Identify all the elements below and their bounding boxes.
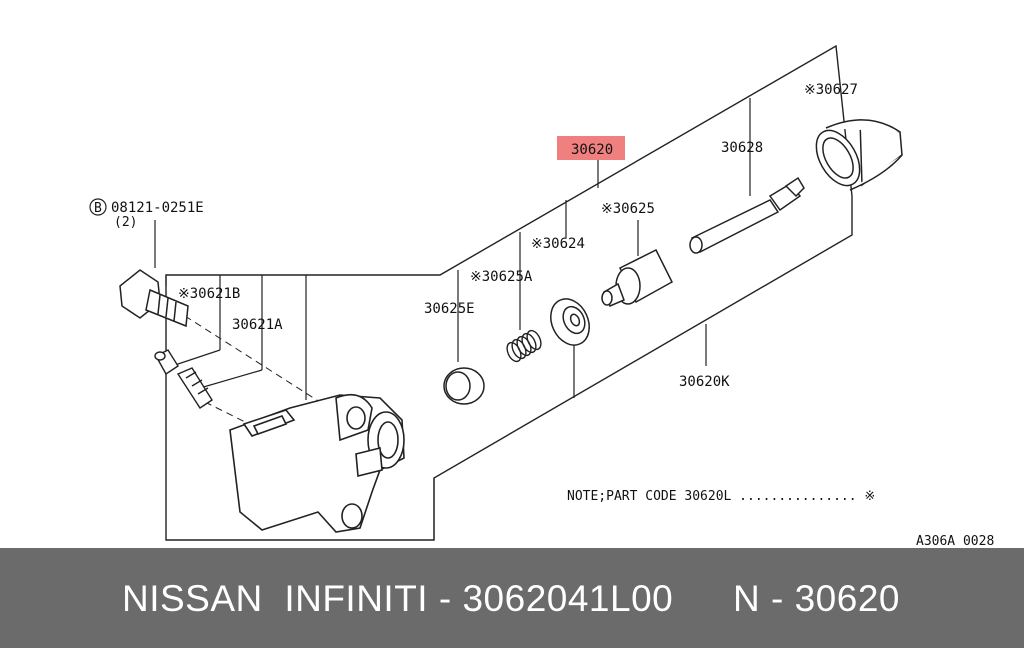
label-30620[interactable]: 30620 (571, 142, 613, 158)
label-30620k[interactable]: 30620K (679, 374, 730, 390)
footer-part-number: NISSAN INFINITI - 3062041L00 (122, 578, 674, 619)
exploded-parts-diagram: ※30627 30628 30620 ※30625 ※30624 ※30625A… (89, 44, 994, 548)
bolt-b-circle-icon (89, 198, 107, 216)
reservoir-cap-part (815, 118, 903, 191)
cylinder-body-part (229, 393, 405, 533)
mounting-bolt-part (119, 269, 189, 328)
drawing-id: A306A 0028 (916, 534, 994, 548)
assembly-frame (165, 44, 853, 541)
label-30621b[interactable]: ※30621B (178, 286, 240, 302)
label-30627[interactable]: ※30627 (804, 82, 858, 98)
label-30625[interactable]: ※30625 (601, 201, 655, 217)
bolt-quantity: (2) (114, 215, 137, 230)
spring-part (506, 329, 542, 363)
piston-part (601, 248, 673, 307)
label-30625e[interactable]: 30625E (424, 301, 475, 317)
push-rod-part (689, 176, 805, 254)
part-code-note: NOTE;PART CODE 30620L ............... ※ (567, 489, 875, 504)
washer-part (443, 367, 485, 405)
alignment-dashed-line-2 (204, 401, 246, 423)
label-08121-0251e[interactable]: 08121-0251E (111, 200, 204, 216)
piston-seal-part (550, 298, 590, 346)
bolt-b-letter: B (94, 201, 102, 216)
highlighted-part-number-box (557, 136, 625, 160)
bleeder-screw-part (154, 349, 213, 409)
footer-diagram-number: N - 30620 (733, 578, 900, 619)
footer-banner: NISSAN INFINITI - 3062041L00 N - 30620 (0, 548, 1024, 648)
label-30625a[interactable]: ※30625A (470, 269, 533, 285)
label-30621a[interactable]: 30621A (232, 317, 283, 333)
label-30628[interactable]: 30628 (721, 140, 763, 156)
label-30624[interactable]: ※30624 (531, 236, 585, 252)
